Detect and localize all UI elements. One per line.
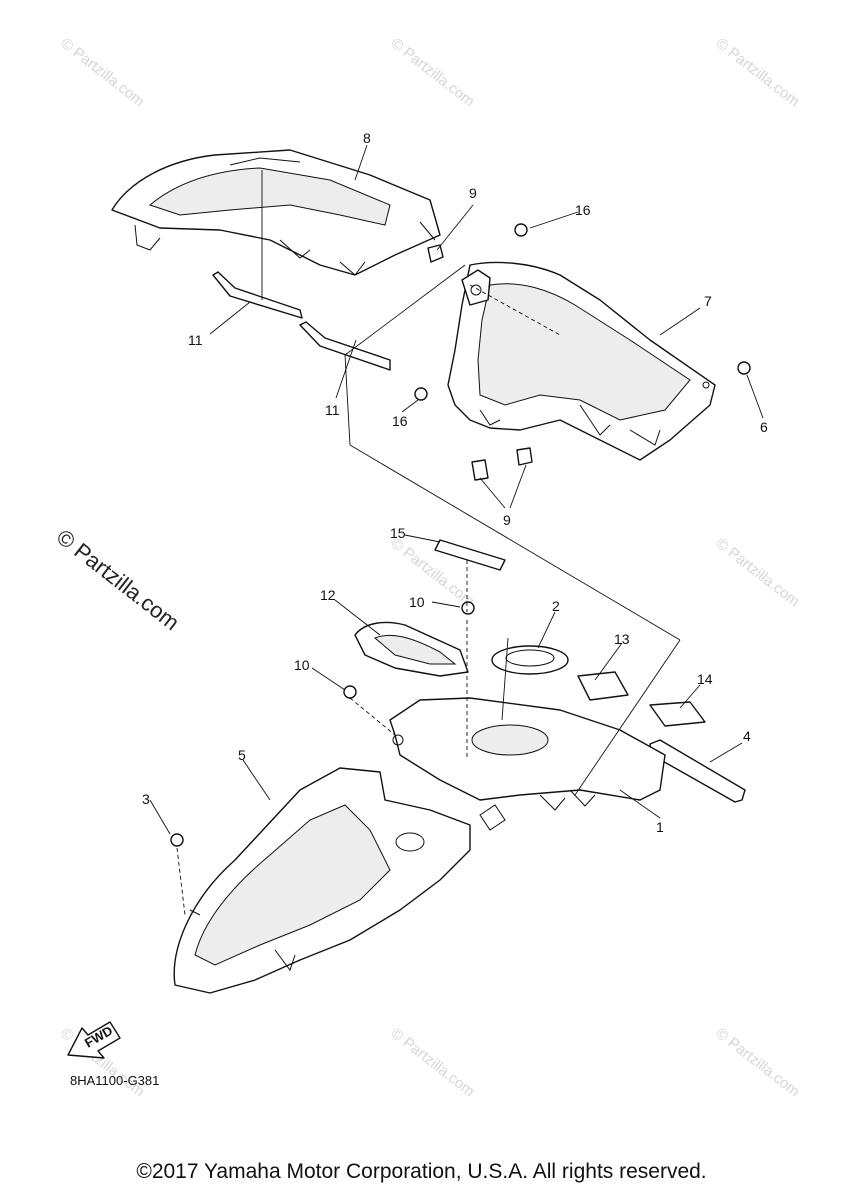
screw-10-left[interactable] [343,685,357,699]
fwd-arrow: FWD [67,1021,121,1059]
clip-9-top[interactable] [427,244,444,263]
part-11-strips[interactable] [212,271,391,371]
part-2-grommet[interactable] [491,645,569,675]
callout-12: 12 [320,587,336,603]
callout-7: 7 [704,293,712,309]
screw-16-top[interactable] [514,223,528,237]
callout-3: 3 [142,791,150,807]
callout-11-left: 11 [188,332,203,348]
watermark-text: © Partzilla.com [713,1025,803,1101]
callout-11-right: 11 [325,402,340,418]
callout-4: 4 [743,728,751,744]
diagram-code: 8HA1100-G381 [70,1073,159,1088]
callout-16-top: 16 [575,202,591,218]
watermark-text: © Partzilla.com [388,535,478,611]
watermark-text: © Partzilla.com [388,35,478,111]
part-12-duct[interactable] [354,621,469,677]
screw-10-top[interactable] [461,601,475,615]
clip-9-b[interactable] [471,459,489,481]
callout-16-left: 16 [392,413,408,429]
fasteners[interactable] [170,223,751,847]
part-14-pad[interactable] [649,701,706,727]
copyright-notice: ©2017 Yamaha Motor Corporation, U.S.A. A… [136,1160,707,1183]
clip-9-c[interactable] [516,447,533,466]
callout-5: 5 [238,747,246,763]
part-1-inner-tray[interactable] [389,697,666,831]
callouts: 1 2 3 4 5 6 7 8 9 9 10 10 11 11 12 13 14… [142,130,768,835]
watermark-text: © Partzilla.com [58,35,148,111]
watermark-text: © Partzilla.com [713,35,803,111]
part-15-label[interactable] [434,539,506,571]
screw-16-left[interactable] [414,387,428,401]
callout-6: 6 [760,419,768,435]
callout-8: 8 [363,130,371,146]
callout-9-bottom: 9 [503,512,511,528]
callout-14: 14 [697,671,713,687]
leader-lines [149,144,764,916]
screw-6[interactable] [737,361,751,375]
callout-13: 13 [614,631,630,647]
callout-10-left: 10 [294,657,310,673]
callout-10-top: 10 [409,594,425,610]
part-13-pad[interactable] [577,671,629,701]
watermark-text: © Partzilla.com [388,1025,478,1101]
callout-15: 15 [390,525,406,541]
callout-1: 1 [656,819,664,835]
callout-2: 2 [552,598,560,614]
part-7-main-panel[interactable] [447,261,716,461]
callout-9-top: 9 [469,185,477,201]
part-5-lower-cover[interactable] [173,767,471,994]
part-8-top-cover[interactable] [111,149,441,276]
watermark-text-large: © Partzilla.com [52,524,184,635]
watermark-text: © Partzilla.com [713,535,803,611]
screw-3[interactable] [170,833,184,847]
